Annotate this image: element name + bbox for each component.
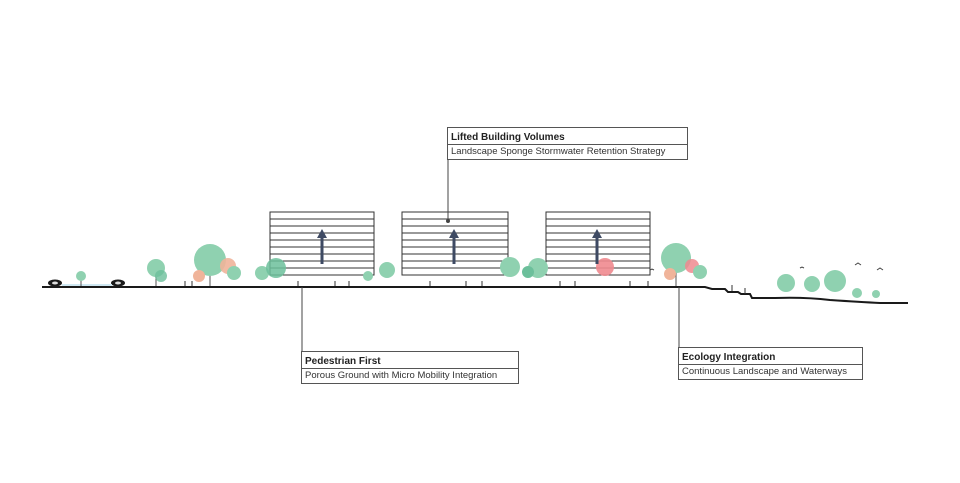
pedestrians: [184, 281, 746, 294]
callout-divider: [302, 368, 518, 369]
tree-icon: [661, 243, 707, 286]
birds: [649, 262, 884, 271]
bird-icon: [649, 268, 655, 271]
bird-icon: [854, 262, 862, 266]
bird-icon: [876, 267, 884, 271]
tree-icon: [255, 258, 286, 280]
callout-title: Lifted Building Volumes: [451, 132, 565, 143]
callout-subtitle: Porous Ground with Micro Mobility Integr…: [305, 370, 498, 381]
trees: [76, 243, 880, 298]
callout-title: Ecology Integration: [682, 352, 776, 363]
ground-line: [42, 286, 908, 304]
tree-icon: [363, 262, 395, 281]
arrow-up-icon: [449, 229, 459, 264]
callout-lifted-building-volumes: Lifted Building Volumes Landscape Sponge…: [447, 127, 688, 160]
arrow-up-icon: [592, 229, 602, 264]
tree-icon: [777, 270, 880, 298]
callout-ecology-integration: Ecology Integration Continuous Landscape…: [678, 347, 863, 380]
callout-subtitle: Continuous Landscape and Waterways: [682, 366, 847, 377]
tree-icon: [596, 258, 614, 276]
tree-icon: [193, 244, 241, 286]
bird-icon: [799, 266, 805, 269]
tree-icon: [147, 259, 167, 286]
car-icon: [48, 279, 62, 287]
tree-icon: [500, 257, 548, 278]
car-icon: [111, 279, 125, 287]
callout-title: Pedestrian First: [305, 356, 381, 367]
leader-lines: [301, 145, 680, 352]
callout-pedestrian-first: Pedestrian First Porous Ground with Micr…: [301, 351, 519, 384]
arrow-up-icon: [317, 229, 327, 264]
tree-icon: [76, 271, 86, 286]
callout-divider: [679, 364, 862, 365]
callout-divider: [448, 144, 687, 145]
callout-subtitle: Landscape Sponge Stormwater Retention St…: [451, 146, 666, 157]
